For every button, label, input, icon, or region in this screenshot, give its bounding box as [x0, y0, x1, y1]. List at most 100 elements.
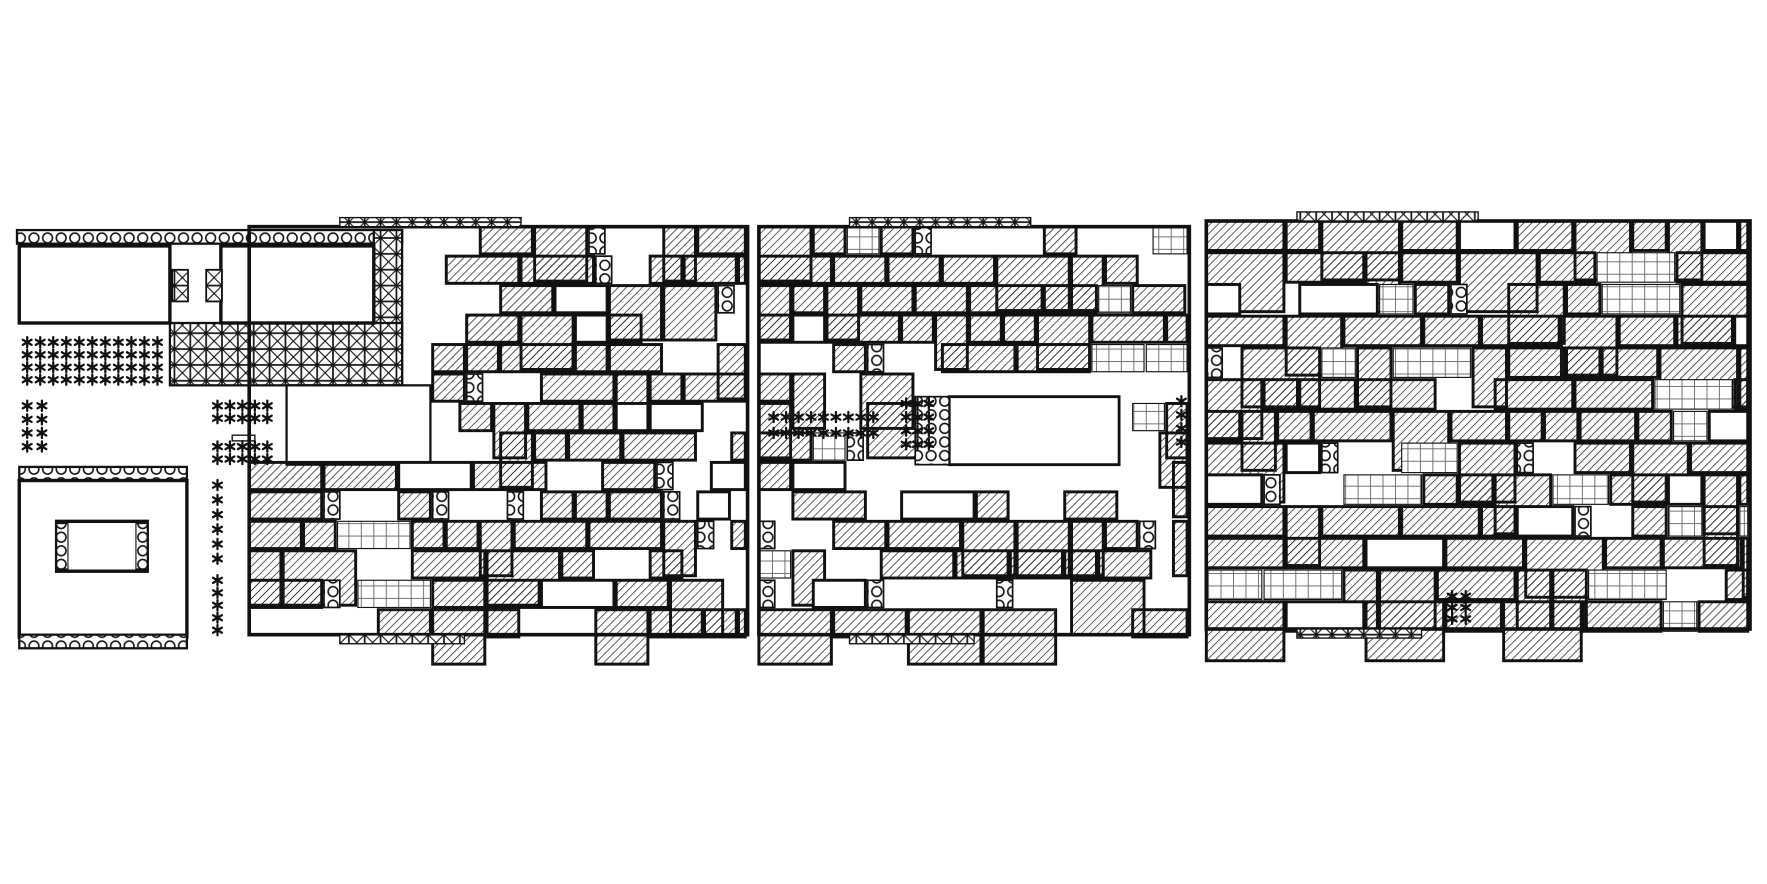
tree-asterisk-icon — [805, 410, 817, 424]
hatched-building — [601, 460, 657, 492]
tree-asterisk-icon — [47, 336, 59, 349]
hatched-building — [682, 372, 747, 403]
hatched-building — [247, 460, 324, 492]
colonnade — [914, 395, 951, 466]
tree-asterisk-icon — [21, 399, 33, 412]
tiled-courtyard — [1145, 343, 1188, 373]
tree-asterisk-icon — [211, 523, 224, 536]
hatched-building — [757, 313, 793, 344]
tree-asterisk-icon — [34, 373, 46, 386]
hatched-building — [444, 519, 480, 551]
tree-asterisk-icon — [923, 424, 935, 437]
hatched-building — [648, 608, 704, 639]
hatched-building — [1422, 473, 1459, 506]
white-room — [397, 460, 473, 492]
tiled-courtyard — [1601, 283, 1681, 315]
tree-asterisk-icon — [923, 438, 935, 451]
hatched-building — [1276, 409, 1313, 443]
tree-asterisk-icon — [99, 336, 111, 349]
tree-asterisk-icon — [1446, 601, 1458, 614]
white-room — [900, 490, 976, 521]
hatched-building — [247, 490, 324, 521]
hatched-building — [1042, 284, 1098, 315]
hatched-building — [1104, 519, 1139, 551]
tree-asterisk-icon — [261, 440, 273, 453]
hatched-building — [832, 254, 888, 285]
hatched-building — [1284, 251, 1366, 284]
colonnade — [1450, 283, 1468, 315]
tree-asterisk-icon — [36, 413, 48, 426]
colonnade — [866, 579, 885, 609]
hatched-building — [1400, 251, 1459, 284]
hatched-building — [1480, 505, 1517, 538]
tree-asterisk-icon — [911, 424, 924, 437]
tree-asterisk-icon — [249, 411, 261, 425]
hatched-building — [968, 284, 1044, 315]
white-room — [614, 401, 650, 433]
hatched-building — [1600, 346, 1660, 379]
tree-asterisk-icon — [211, 508, 224, 521]
white-room — [1364, 536, 1446, 570]
tree-asterisk-icon — [47, 373, 59, 386]
hatched-building — [940, 343, 1017, 374]
tree-asterisk-icon — [842, 410, 854, 424]
colonnade — [594, 255, 613, 285]
white-room — [791, 460, 847, 492]
hatched-building — [376, 608, 432, 639]
hatched-building — [757, 608, 833, 666]
hatched-building — [1578, 409, 1638, 443]
hatched-building — [757, 460, 793, 492]
hatched-building — [580, 401, 616, 433]
hatched-building — [302, 519, 337, 551]
hatched-building — [499, 284, 555, 315]
colonnade — [588, 225, 606, 255]
tree-asterisk-icon — [911, 410, 924, 424]
hatched-building — [621, 431, 697, 462]
hatched-building — [1320, 505, 1401, 538]
white-room — [696, 490, 731, 521]
tree-asterisk-icon — [1460, 601, 1472, 614]
hatched-building — [1204, 219, 1286, 252]
gate-pier — [171, 268, 189, 303]
tree-asterisk-icon — [151, 336, 163, 349]
hall-room — [219, 244, 376, 325]
hatched-building — [859, 284, 915, 315]
hatched-building — [1697, 600, 1750, 633]
tree-asterisk-icon — [792, 410, 805, 424]
tree-asterisk-icon — [211, 493, 224, 507]
hatched-building — [458, 401, 494, 433]
white-room — [1458, 219, 1517, 252]
hatched-building — [607, 490, 663, 521]
hatched-building — [499, 343, 575, 374]
cross-hatch-arcade — [339, 633, 466, 645]
hatched-building — [1042, 225, 1078, 256]
hatched-building — [1661, 536, 1743, 570]
white-room — [1298, 282, 1379, 316]
hatched-building — [1090, 313, 1166, 344]
tree-asterisk-icon — [138, 336, 150, 349]
cross-hatch-arcade — [339, 216, 522, 228]
hatched-building — [1675, 251, 1750, 284]
colonnade — [717, 284, 735, 314]
hatched-building — [703, 608, 738, 639]
hatched-building — [1008, 549, 1064, 580]
hatched-building — [1298, 378, 1357, 411]
tree-asterisk-icon — [21, 336, 33, 349]
hatched-building — [662, 284, 718, 342]
tiled-courtyard — [1672, 410, 1708, 442]
hatched-building — [1502, 600, 1583, 663]
tree-asterisk-icon — [151, 348, 163, 361]
tree-asterisk-icon — [867, 426, 879, 440]
tree-asterisk-icon — [99, 348, 111, 361]
hatched-building — [682, 254, 738, 285]
hatched-building — [594, 608, 650, 666]
white-room — [1284, 441, 1322, 475]
hatched-building — [648, 549, 684, 580]
tiled-courtyard — [1662, 601, 1698, 632]
tree-asterisk-icon — [236, 399, 248, 412]
tree-asterisk-icon — [867, 410, 879, 424]
hatched-building — [648, 254, 684, 285]
hatched-building — [1493, 378, 1575, 411]
hatched-building — [485, 608, 521, 639]
hatched-building — [519, 254, 596, 285]
